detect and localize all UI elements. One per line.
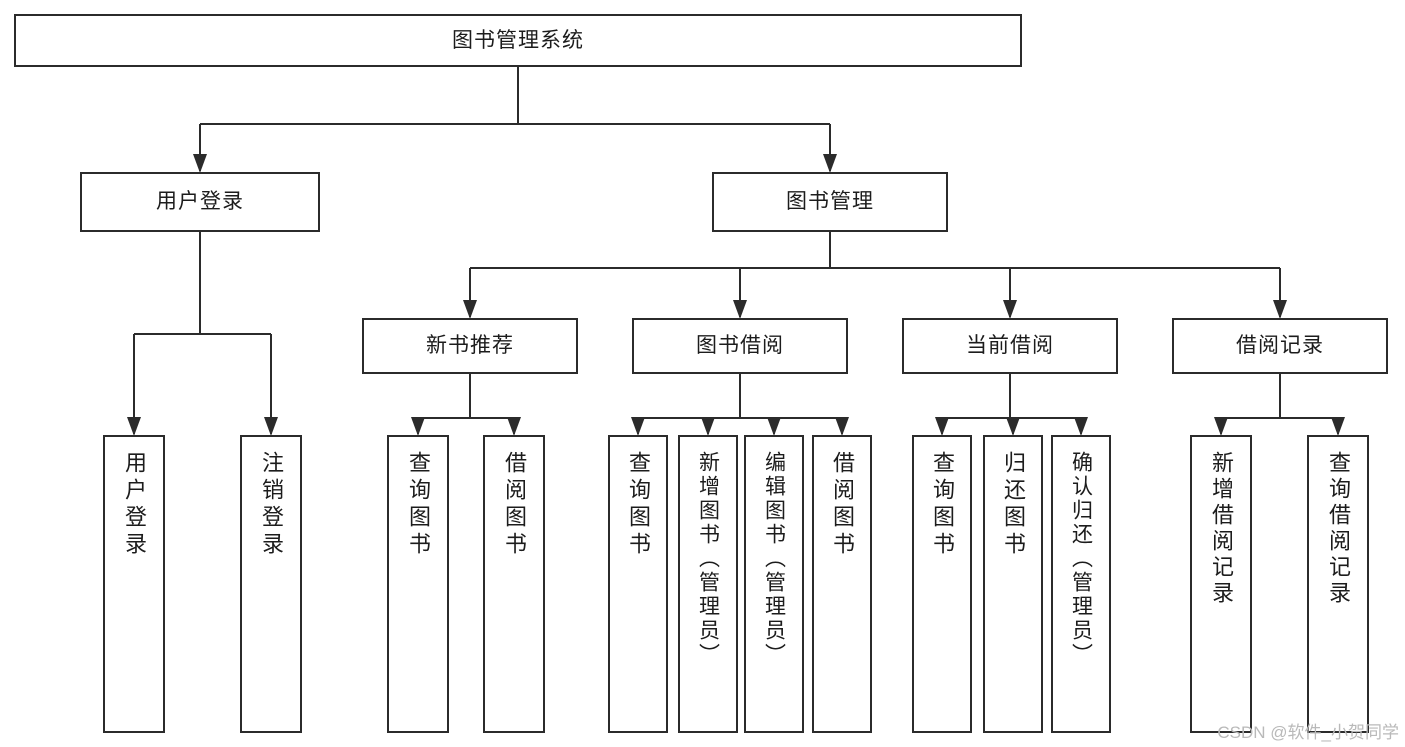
node-label: 查询图书 xyxy=(626,451,651,559)
node-label: 图书借阅 xyxy=(696,334,784,358)
arrowhead-icon xyxy=(835,417,849,436)
arrowhead-icon xyxy=(767,417,781,436)
node-leaf-add-book[interactable]: 新增图书（管理员） xyxy=(678,435,738,733)
node-label: 新增借阅记录 xyxy=(1209,451,1234,607)
node-current-borrow[interactable]: 当前借阅 xyxy=(902,318,1118,374)
node-label: 当前借阅 xyxy=(966,334,1054,358)
node-leaf-return-book[interactable]: 归还图书 xyxy=(983,435,1043,733)
node-label: 查询图书 xyxy=(930,451,955,559)
arrowhead-icon xyxy=(193,154,207,173)
node-leaf-query-record[interactable]: 查询借阅记录 xyxy=(1307,435,1369,733)
arrowhead-icon xyxy=(935,417,949,436)
node-label: 确认归还（管理员） xyxy=(1069,451,1093,667)
node-root[interactable]: 图书管理系统 xyxy=(14,14,1022,67)
node-new-book-rec[interactable]: 新书推荐 xyxy=(362,318,578,374)
node-leaf-query-book-rec[interactable]: 查询图书 xyxy=(387,435,449,733)
node-leaf-query-book-cur[interactable]: 查询图书 xyxy=(912,435,972,733)
arrowhead-icon xyxy=(733,300,747,319)
arrowhead-icon xyxy=(823,154,837,173)
node-leaf-edit-book[interactable]: 编辑图书（管理员） xyxy=(744,435,804,733)
node-label: 借阅记录 xyxy=(1236,334,1324,358)
node-leaf-borrow-book-rec[interactable]: 借阅图书 xyxy=(483,435,545,733)
node-leaf-add-record[interactable]: 新增借阅记录 xyxy=(1190,435,1252,733)
node-label: 图书管理 xyxy=(786,190,874,214)
csdn-watermark: CSDN @软件_小贺同学 xyxy=(1217,723,1399,742)
node-label: 借阅图书 xyxy=(502,451,527,559)
arrowhead-icon xyxy=(1331,417,1345,436)
arrowhead-icon xyxy=(127,417,141,436)
node-label: 新书推荐 xyxy=(426,334,514,358)
node-label: 查询图书 xyxy=(406,451,431,559)
arrowhead-icon xyxy=(1214,417,1228,436)
node-leaf-borrow-book-bor[interactable]: 借阅图书 xyxy=(812,435,872,733)
arrowhead-icon xyxy=(264,417,278,436)
node-label: 用户登录 xyxy=(122,451,147,559)
node-label: 借阅图书 xyxy=(830,451,855,559)
arrowhead-icon xyxy=(631,417,645,436)
node-leaf-query-book-bor[interactable]: 查询图书 xyxy=(608,435,668,733)
arrowhead-icon xyxy=(1273,300,1287,319)
arrowhead-icon xyxy=(701,417,715,436)
node-label: 用户登录 xyxy=(156,190,244,214)
node-label: 新增图书（管理员） xyxy=(696,451,720,667)
arrowhead-icon xyxy=(507,417,521,436)
node-label: 注销登录 xyxy=(259,451,284,559)
node-book-borrow[interactable]: 图书借阅 xyxy=(632,318,848,374)
node-book-manage[interactable]: 图书管理 xyxy=(712,172,948,232)
arrowhead-icon xyxy=(1074,417,1088,436)
node-borrow-record[interactable]: 借阅记录 xyxy=(1172,318,1388,374)
node-leaf-logout[interactable]: 注销登录 xyxy=(240,435,302,733)
arrowhead-icon xyxy=(1006,417,1020,436)
node-label: 查询借阅记录 xyxy=(1326,451,1351,607)
arrowhead-icon xyxy=(1003,300,1017,319)
node-leaf-user-login[interactable]: 用户登录 xyxy=(103,435,165,733)
node-user-login[interactable]: 用户登录 xyxy=(80,172,320,232)
node-leaf-confirm-return[interactable]: 确认归还（管理员） xyxy=(1051,435,1111,733)
arrowhead-icon xyxy=(411,417,425,436)
node-label: 归还图书 xyxy=(1001,451,1026,559)
arrowhead-icon xyxy=(463,300,477,319)
node-label: 图书管理系统 xyxy=(452,28,584,52)
node-label: 编辑图书（管理员） xyxy=(762,451,786,667)
